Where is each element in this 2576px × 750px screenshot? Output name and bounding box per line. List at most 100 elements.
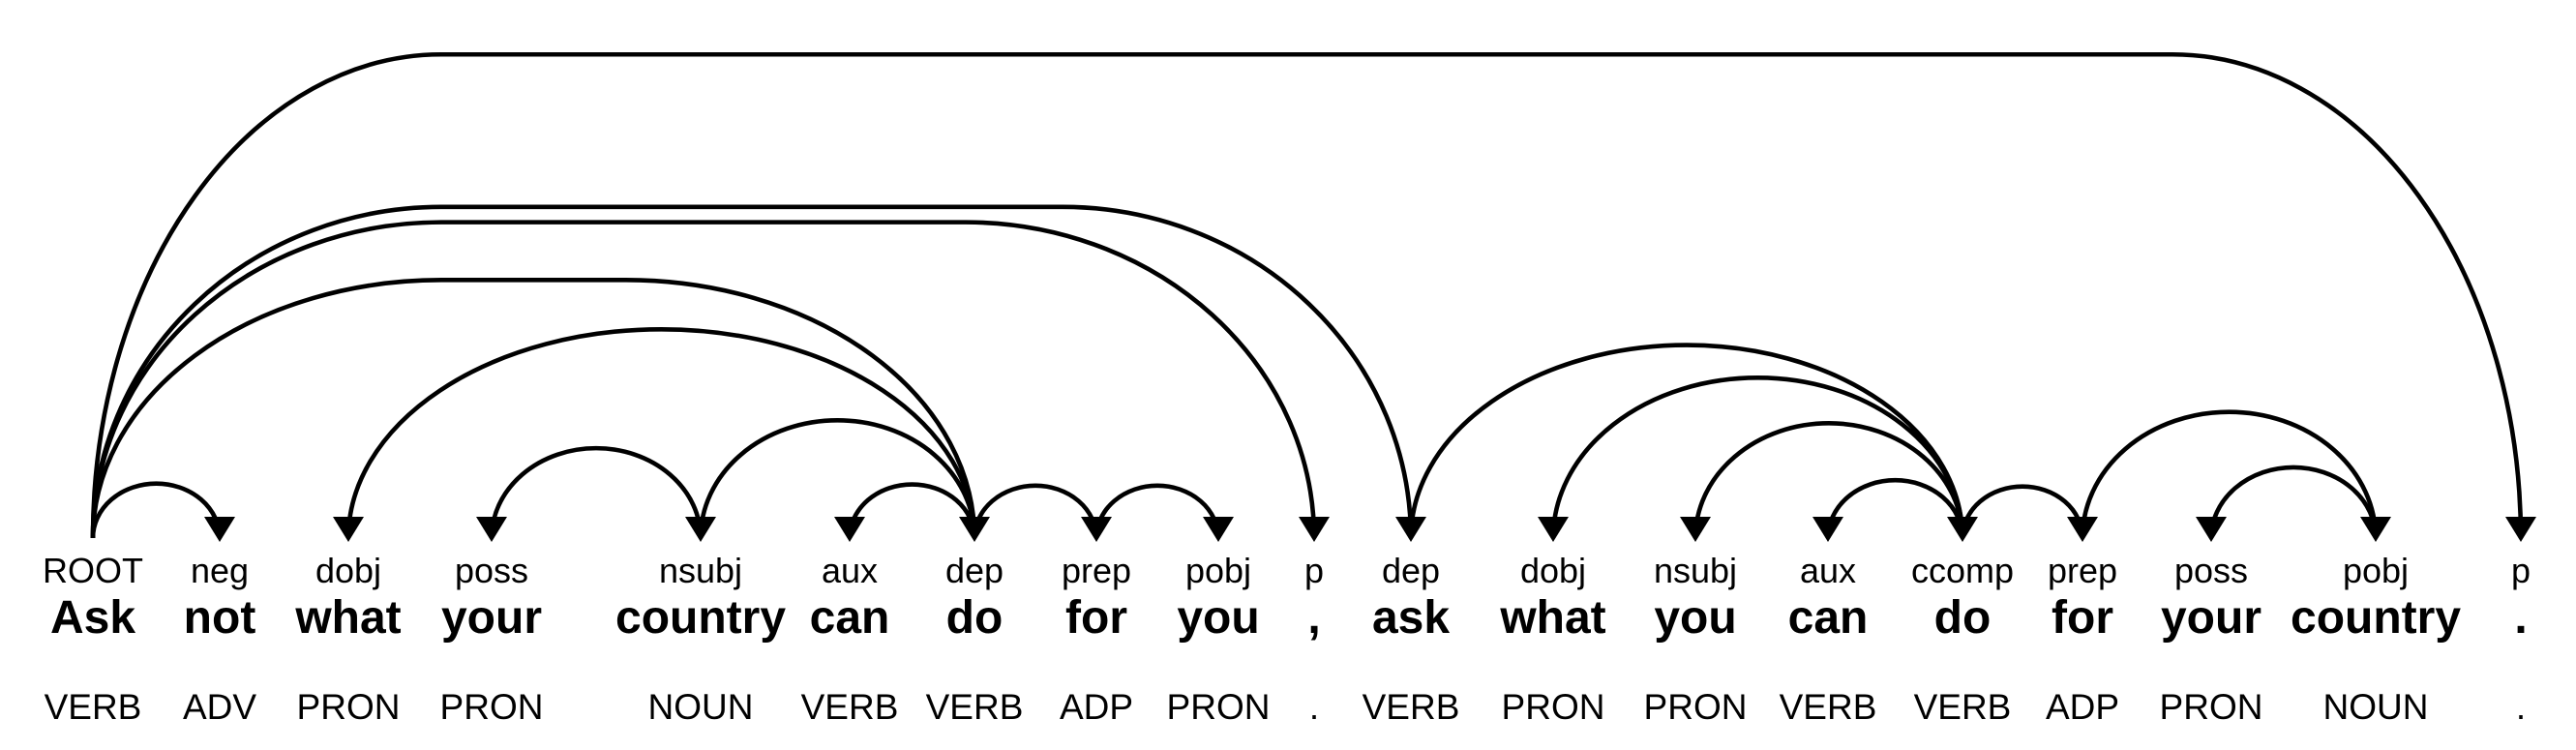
pos-tag: VERB — [1779, 687, 1877, 727]
token-word: your — [2160, 592, 2261, 644]
token-column-7: prep for ADP — [1060, 552, 1133, 728]
token-word: country — [614, 592, 787, 644]
dependency-relation-label: p — [1303, 551, 1325, 590]
pos-tag: . — [2515, 687, 2527, 727]
token-column-4: nsubj country NOUN — [615, 552, 786, 728]
token-column-1: neg not ADV — [183, 552, 256, 728]
token-word: , — [1307, 592, 1321, 644]
token-column-14: ccomp do VERB — [1911, 552, 2014, 728]
arrowhead-icon — [2196, 517, 2227, 542]
token-column-18: p . . — [2511, 552, 2531, 728]
token-word: you — [1177, 592, 1260, 644]
arc-aux-to-token-5 — [847, 482, 977, 539]
token-word: not — [183, 592, 256, 644]
dependency-relation-label: aux — [1799, 551, 1857, 590]
dependency-relation-label: poss — [2173, 551, 2249, 590]
dependency-relation-label: poss — [454, 551, 529, 590]
pos-tag: PRON — [1643, 687, 1748, 727]
token-word: your — [440, 592, 542, 644]
token-word: can — [809, 592, 890, 644]
arrowhead-icon — [1299, 517, 1330, 542]
arc-aux-to-token-13 — [1825, 477, 1965, 539]
arc-poss-to-token-16 — [2208, 465, 2379, 539]
token-word: do — [1933, 592, 1992, 644]
token-column-9: p , . — [1304, 552, 1324, 728]
arc-pobj-to-token-17 — [2080, 409, 2379, 539]
arc-dep-to-token-10 — [90, 204, 1414, 539]
arrowhead-icon — [1203, 517, 1234, 542]
pos-tag: VERB — [925, 687, 1024, 727]
dependency-relation-label: aux — [821, 551, 879, 590]
arc-p-to-token-9 — [90, 220, 1317, 539]
arc-dobj-to-token-2 — [345, 327, 977, 539]
token-column-15: prep for ADP — [2046, 552, 2119, 728]
dependency-relation-label: pobj — [1184, 551, 1252, 590]
dependency-relation-label: dobj — [1519, 551, 1587, 590]
arrowhead-icon — [2505, 517, 2536, 542]
dependency-relation-label: prep — [2047, 551, 2118, 590]
dependency-relation-label: nsubj — [1653, 551, 1738, 590]
pos-tag: PRON — [439, 687, 544, 727]
pos-tag: VERB — [800, 687, 899, 727]
arrowhead-icon — [1680, 517, 1711, 542]
token-column-2: dobj what PRON — [295, 552, 401, 728]
pos-tag: NOUN — [2322, 687, 2429, 727]
arc-ccomp-to-token-14 — [1408, 343, 1965, 539]
token-word: Ask — [49, 592, 136, 644]
token-column-5: aux can VERB — [801, 552, 899, 728]
arc-dobj-to-token-11 — [1550, 375, 1965, 539]
arrowhead-icon — [204, 517, 235, 542]
arc-prep-to-token-7 — [972, 483, 1099, 539]
dependency-relation-label: dep — [1381, 551, 1441, 590]
arrowhead-icon — [476, 517, 507, 542]
dependency-relation-label: nsubj — [658, 551, 743, 590]
pos-tag: VERB — [1362, 687, 1460, 727]
pos-tag: PRON — [2159, 687, 2263, 727]
arc-pobj-to-token-8 — [1093, 483, 1221, 539]
arrowhead-icon — [1812, 517, 1843, 542]
pos-tag: NOUN — [647, 687, 754, 727]
token-column-8: pobj you PRON — [1167, 552, 1271, 728]
dependency-relation-label: pobj — [2342, 551, 2410, 590]
token-word: you — [1654, 592, 1737, 644]
token-column-16: poss your PRON — [2160, 552, 2263, 728]
pos-tag: VERB — [44, 687, 142, 727]
arrowhead-icon — [834, 517, 865, 542]
arrowhead-icon — [685, 517, 716, 542]
dependency-relation-label: dep — [944, 551, 1004, 590]
dependency-relation-label: dobj — [315, 551, 382, 590]
token-word: do — [945, 592, 1003, 644]
dependency-relation-label: neg — [190, 551, 250, 590]
arc-nsubj-to-token-12 — [1692, 421, 1965, 539]
token-word: for — [1065, 592, 1127, 644]
arc-dep-to-token-6 — [90, 278, 977, 539]
token-column-3: poss your PRON — [440, 552, 544, 728]
token-column-10: dep ask VERB — [1363, 552, 1460, 728]
pos-tag: . — [1308, 687, 1320, 727]
dependency-relation-label: prep — [1061, 551, 1132, 590]
pos-tag: PRON — [296, 687, 401, 727]
token-word: what — [295, 592, 402, 644]
token-word: for — [2052, 592, 2113, 644]
arc-neg-to-token-1 — [90, 481, 223, 539]
token-word: country — [2290, 592, 2462, 644]
pos-tag: ADP — [1059, 687, 1134, 727]
arc-p-to-token-18 — [90, 51, 2524, 539]
dependency-relation-label: p — [2510, 551, 2531, 590]
token-column-6: dep do VERB — [926, 552, 1024, 728]
arrowhead-icon — [333, 517, 364, 542]
token-word: . — [2514, 592, 2528, 644]
pos-tag: ADP — [2045, 687, 2120, 727]
token-word: can — [1787, 592, 1869, 644]
arc-poss-to-token-3 — [489, 445, 704, 539]
token-column-0: ROOT Ask VERB — [43, 552, 143, 728]
token-word: ask — [1371, 592, 1451, 644]
dependency-relation-label: ccomp — [1910, 551, 2015, 590]
pos-tag: PRON — [1501, 687, 1605, 727]
arrowhead-icon — [1538, 517, 1569, 542]
pos-tag: ADV — [182, 687, 257, 727]
dependency-relation-label: ROOT — [43, 551, 143, 590]
pos-tag: VERB — [1913, 687, 2012, 727]
